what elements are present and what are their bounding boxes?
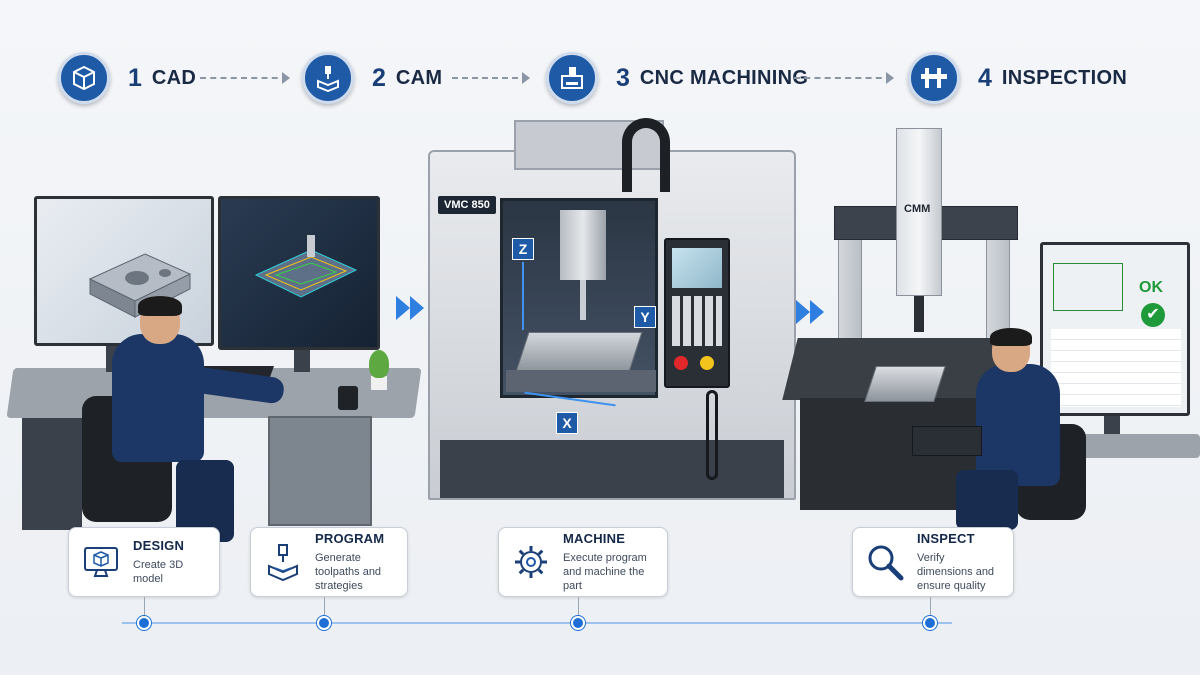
gear-icon (515, 546, 547, 578)
flow-arrow (452, 72, 530, 84)
timeline-dot (317, 616, 331, 630)
axis-z-arrow (522, 262, 524, 330)
operator-inspection (976, 364, 1060, 486)
toolpath-icon (268, 544, 298, 582)
step-cam: 2 CAM (302, 52, 442, 104)
operator-legs (956, 470, 1018, 530)
check-icon: ✔ (1141, 303, 1165, 327)
measurement-table (1051, 329, 1181, 407)
side-desk (1064, 434, 1200, 458)
timeline-dot (571, 616, 585, 630)
card-title: PROGRAM (315, 531, 385, 546)
cmm-column (896, 128, 942, 296)
step-number: 3 (616, 63, 630, 92)
timeline-connector (930, 597, 931, 621)
step-number: 1 (128, 63, 142, 92)
flow-chevron-icon (396, 296, 424, 320)
coffee-mug (338, 386, 358, 410)
desk-front (22, 418, 82, 530)
card-machine: MACHINE Execute program and machine the … (498, 527, 668, 597)
monitor-stand (294, 350, 310, 372)
operator-cad (112, 334, 204, 462)
monitor-stand (1104, 416, 1120, 438)
step-number: 2 (372, 63, 386, 92)
timeline-dot (137, 616, 151, 630)
monitor-cam (218, 196, 380, 350)
step-inspection: 4 INSPECTION (908, 52, 1127, 104)
timeline-connector (324, 597, 325, 621)
operator-hair (990, 328, 1032, 346)
machine-model-label: VMC 850 (438, 196, 496, 214)
axis-x-label: X (556, 412, 578, 434)
card-program: PROGRAM Generate toolpaths and strategie… (250, 527, 408, 597)
step-cad: 1 CAD (58, 52, 196, 104)
magnifier-icon (868, 545, 904, 581)
cmm-probe (914, 296, 924, 332)
pendant-cable (706, 390, 718, 480)
step-title: CAD (151, 66, 197, 89)
machine-table (506, 370, 656, 392)
results-monitor: OK ✔ (1040, 242, 1190, 416)
step-cnc-machining: 3 CNC MACHINING (546, 52, 808, 104)
flow-arrow (200, 72, 290, 84)
part-drawing (1053, 263, 1123, 311)
cad-part-render (88, 253, 192, 318)
timeline (122, 622, 952, 624)
spindle (560, 210, 606, 280)
control-panel (664, 238, 730, 388)
card-title: INSPECT (917, 531, 975, 546)
toolpath-icon (302, 52, 354, 104)
step-title: CNC MACHINING (639, 66, 809, 89)
step-number: 4 (978, 63, 992, 92)
cnc-machine-icon (546, 52, 598, 104)
desk-drawers (268, 416, 372, 526)
card-description: Create 3D model (133, 559, 184, 585)
timeline-connector (578, 597, 579, 621)
machine-base (440, 440, 784, 498)
tool (580, 280, 586, 320)
monitor-cad (34, 196, 214, 346)
cmm-label: CMM (904, 203, 931, 215)
card-inspect: INSPECT Verify dimensions and ensure qua… (852, 527, 1014, 597)
card-title: DESIGN (133, 538, 185, 553)
cam-toolpath-render (254, 235, 358, 298)
timeline-connector (144, 597, 145, 621)
caliper-icon (908, 52, 960, 104)
plant (366, 350, 392, 390)
card-description: Execute program and machine the part (563, 552, 647, 592)
workpiece (515, 332, 643, 372)
card-description: Generate toolpaths and strategies (315, 552, 382, 592)
emergency-stop-icon (674, 356, 688, 370)
timeline-dot (923, 616, 937, 630)
axis-y-label: Y (634, 306, 656, 328)
flow-arrow (794, 72, 894, 84)
card-design: DESIGN Create 3D model (68, 527, 220, 597)
inspected-part (864, 366, 946, 402)
result-ok-label: OK (1139, 279, 1163, 296)
joystick-controller (912, 426, 982, 456)
cable-carrier (622, 118, 670, 192)
step-title: INSPECTION (1001, 66, 1128, 89)
monitor-cube-icon (84, 547, 118, 577)
card-title: MACHINE (563, 531, 626, 546)
flow-chevron-icon (796, 300, 824, 324)
axis-z-label: Z (512, 238, 534, 260)
step-title: CAM (395, 66, 443, 89)
cube-icon (58, 52, 110, 104)
card-description: Verify dimensions and ensure quality (917, 552, 995, 592)
operator-hair (138, 296, 182, 316)
